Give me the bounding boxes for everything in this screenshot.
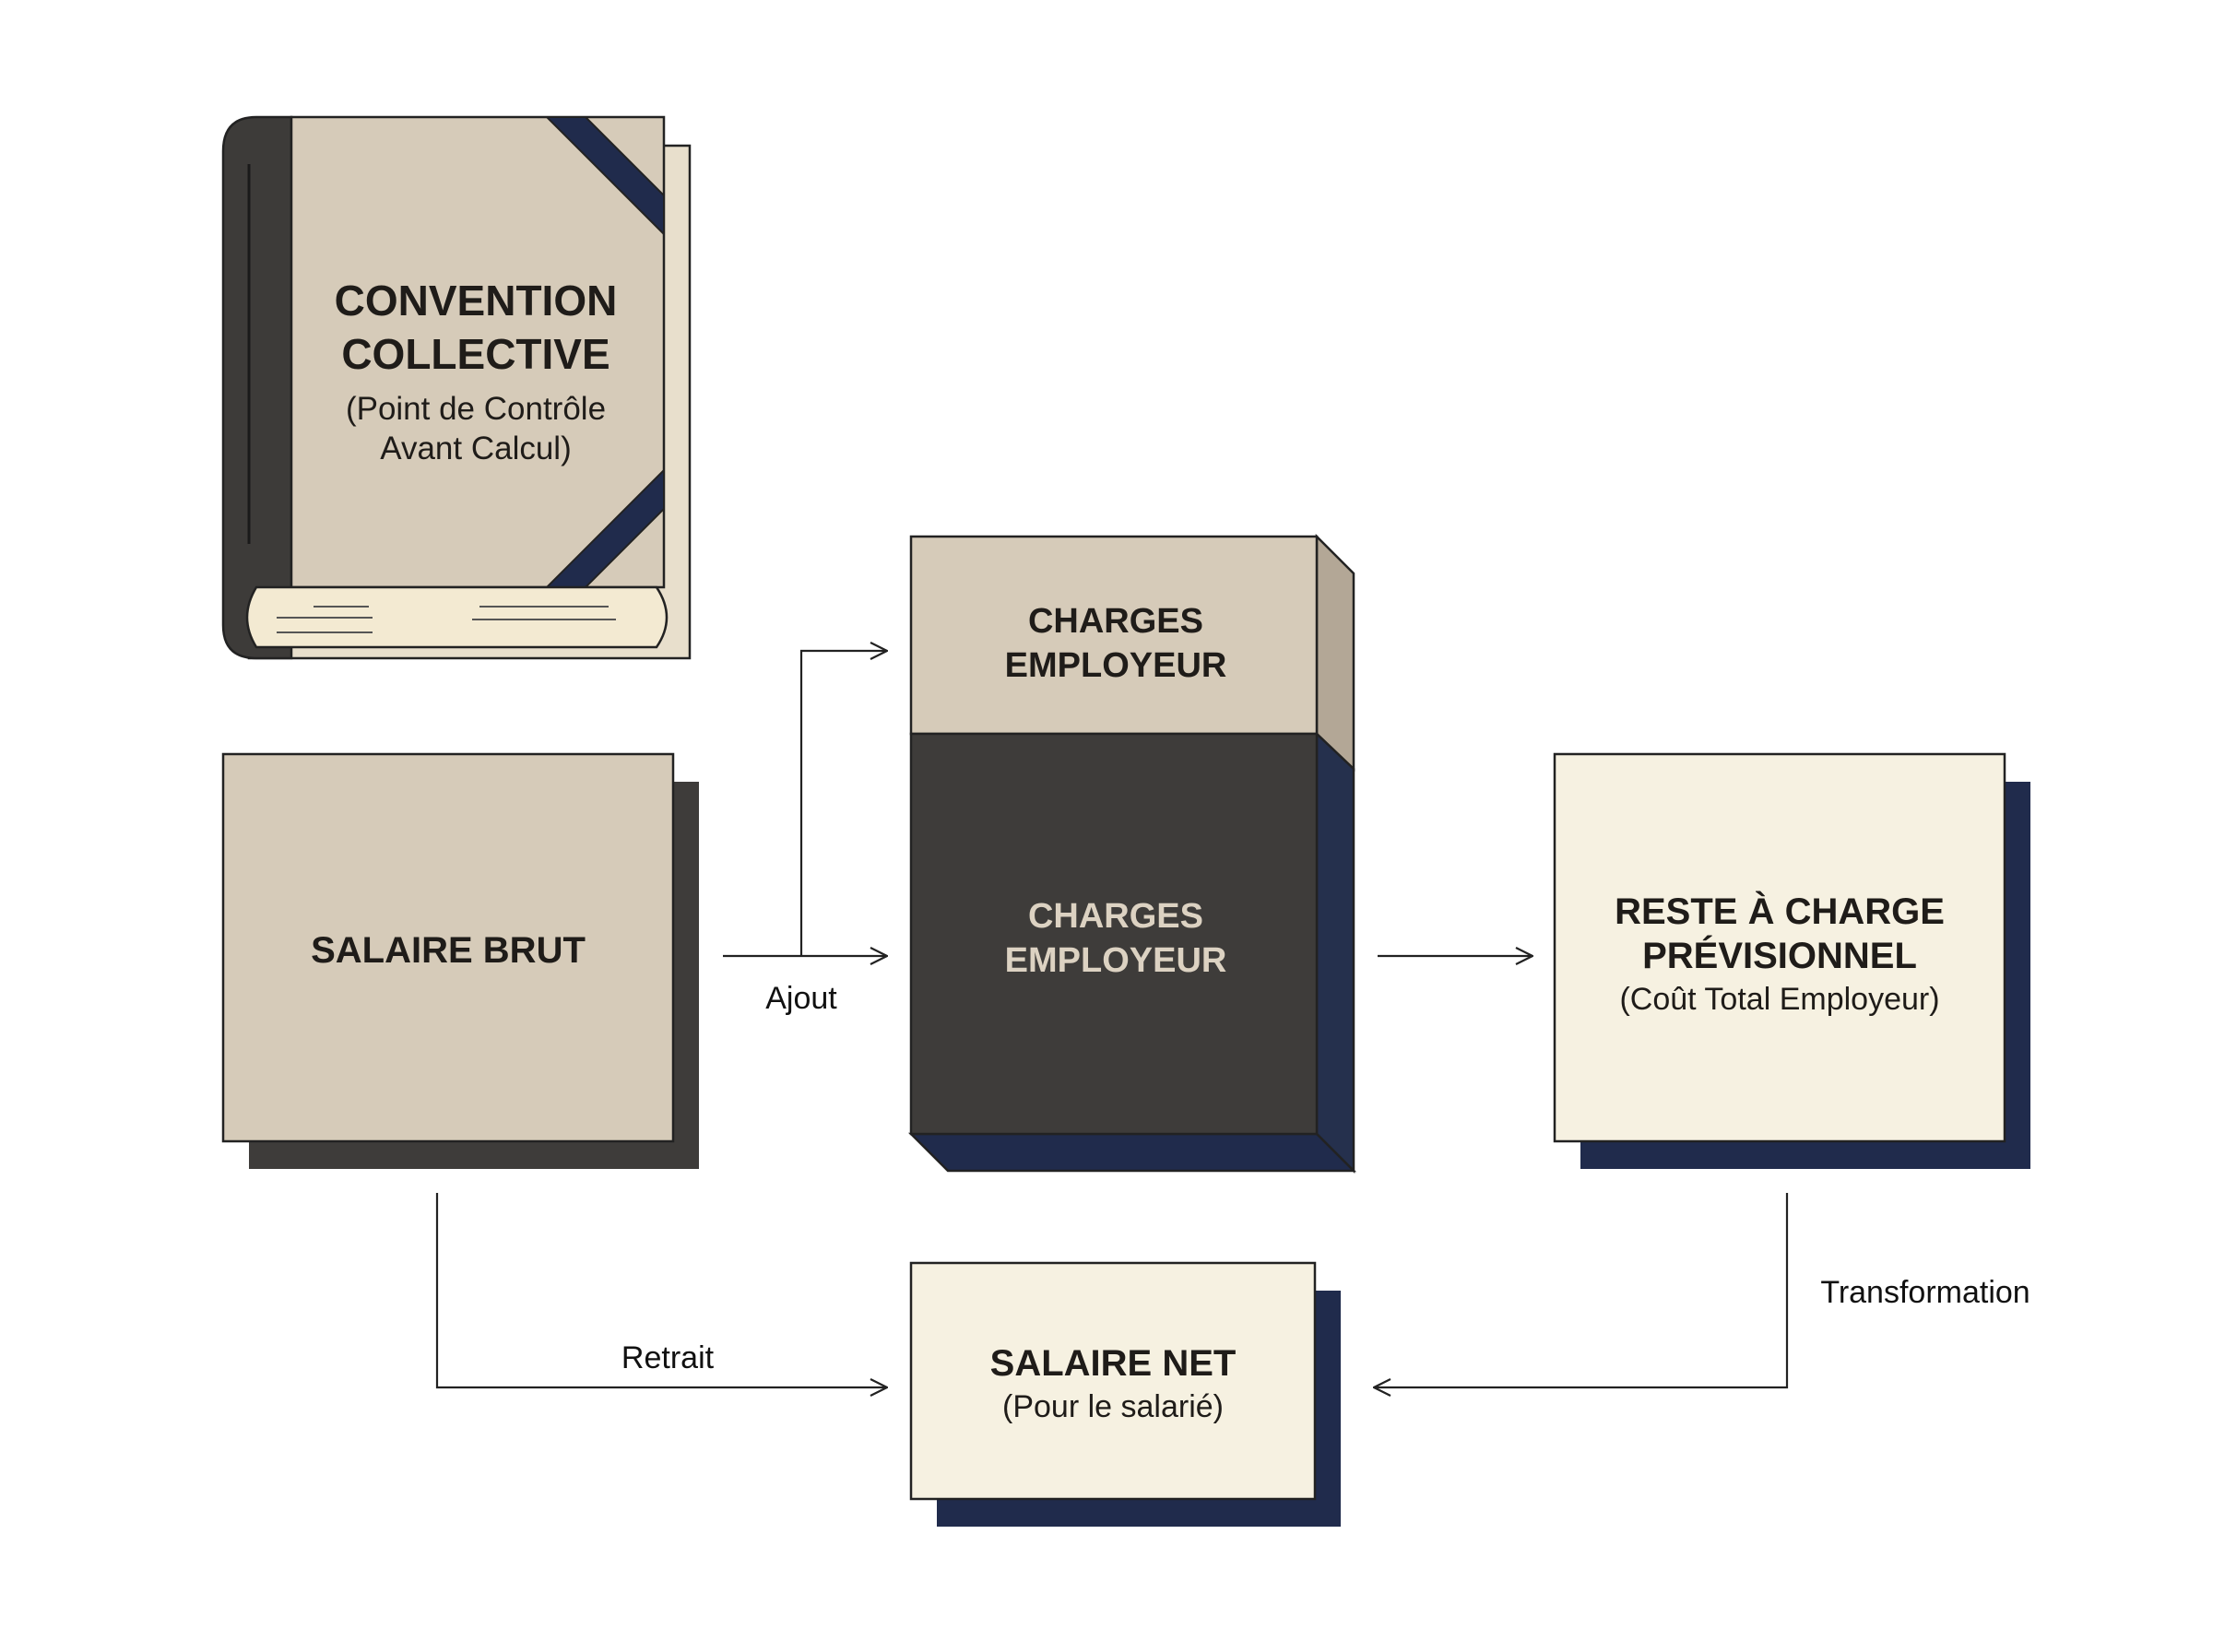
book-icon	[221, 115, 692, 660]
net-salary-card	[909, 1261, 1317, 1501]
total-cost-card	[1553, 752, 2006, 1143]
charges-side-bottom	[1315, 731, 1355, 1174]
net-salary-box: SALAIRE NET (Pour le salarié)	[909, 1261, 1341, 1527]
connector-arrows: Ajout Retrait Transformation	[435, 651, 2030, 1387]
book-subtitle-line1: (Point de Contrôle	[346, 391, 606, 427]
employer-charges-block: CHARGES EMPLOYEUR CHARGES EMPLOYEUR	[907, 533, 1357, 1174]
ajout-arrow-branch	[799, 651, 887, 956]
total-cost-title-line1: RESTE À CHARGE	[1615, 891, 1945, 932]
gross-salary-card	[221, 752, 675, 1143]
total-cost-subtitle: (Coût Total Employeur)	[1619, 982, 1939, 1017]
charges-front-bottom	[909, 732, 1319, 1136]
charges-side-top	[1315, 533, 1355, 772]
retrait-label: Retrait	[621, 1340, 715, 1375]
charges-bottom-line2: EMPLOYEUR	[1005, 941, 1227, 980]
net-salary-title: SALAIRE NET	[990, 1343, 1237, 1384]
book-title-line2: COLLECTIVE	[341, 330, 609, 378]
transformation-arrow	[1374, 1193, 1789, 1387]
ajout-label: Ajout	[765, 981, 837, 1016]
total-cost-box: RESTE À CHARGE PRÉVISIONNEL (Coût Total …	[1553, 752, 2030, 1169]
total-cost-title-line2: PRÉVISIONNEL	[1642, 935, 1917, 976]
gross-salary-title: SALAIRE BRUT	[311, 930, 586, 971]
book-title-line1: CONVENTION	[335, 277, 618, 324]
charges-top-line2: EMPLOYEUR	[1005, 646, 1227, 685]
retrait-arrow	[435, 1193, 887, 1387]
transformation-label: Transformation	[1820, 1275, 2030, 1310]
book-subtitle-line2: Avant Calcul)	[380, 431, 572, 466]
charges-bottom-face	[907, 1132, 1357, 1173]
convention-collective-book: CONVENTION COLLECTIVE (Point de Contrôle…	[221, 115, 692, 660]
gross-salary-box: SALAIRE BRUT	[221, 752, 699, 1169]
charges-top-line1: CHARGES	[1028, 602, 1203, 641]
charges-bottom-line1: CHARGES	[1028, 897, 1203, 936]
net-salary-subtitle: (Pour le salarié)	[1002, 1389, 1224, 1424]
